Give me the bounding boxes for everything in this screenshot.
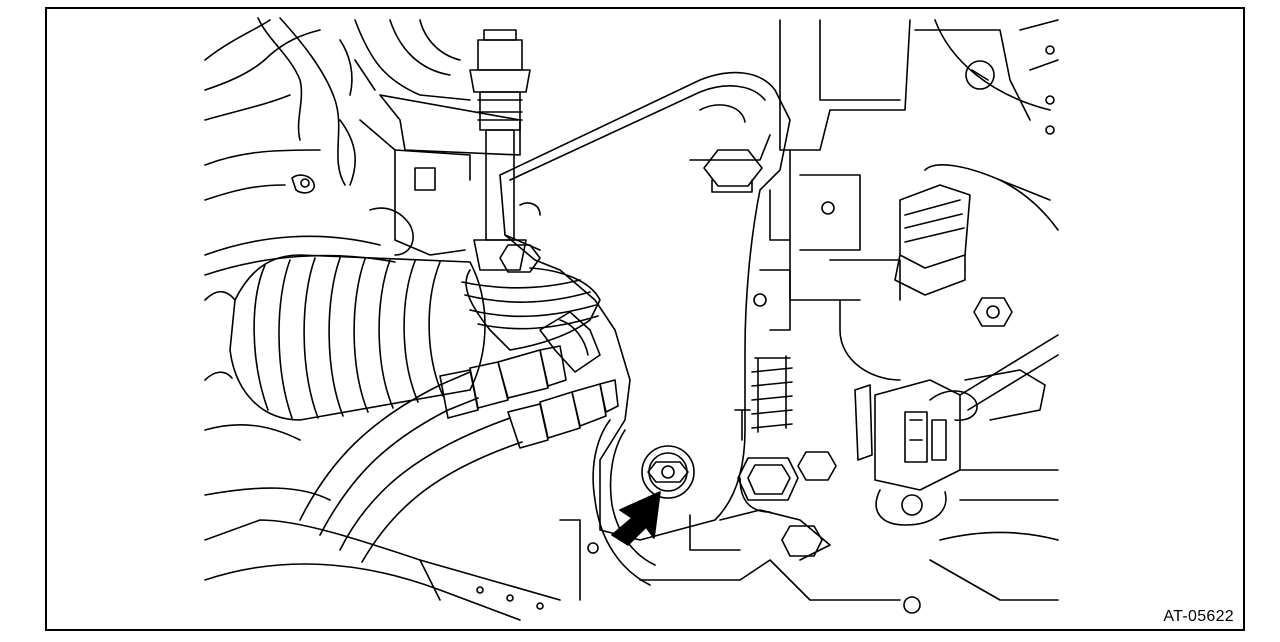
indicator-arrow-icon (611, 491, 661, 546)
rubber-boot (461, 267, 601, 351)
mounting-bracket (499, 71, 791, 541)
bracket-upper-bolt (703, 149, 763, 193)
right-valve-body (753, 19, 1051, 381)
sensor-connector (894, 164, 1059, 296)
hose-clamp (539, 311, 601, 373)
upper-bracket (339, 19, 521, 256)
coil-spring (734, 355, 793, 441)
bracket-left-nut (499, 244, 541, 273)
hose-lower (339, 379, 619, 563)
right-bottom-housing (929, 19, 1059, 601)
electrical-connector (854, 379, 961, 526)
figure-code: AT-05622 (1163, 608, 1234, 625)
hose-upper (299, 345, 567, 536)
target-bolt (641, 445, 695, 499)
crossmember (204, 487, 599, 621)
vertical-pipe-fitting (469, 29, 531, 271)
lower-housing (592, 419, 901, 601)
left-background-housing (204, 17, 396, 276)
probe-tool (929, 334, 1059, 422)
corrugated-shaft (204, 254, 486, 441)
nut-right (973, 297, 1013, 327)
lower-bolts (737, 451, 921, 614)
